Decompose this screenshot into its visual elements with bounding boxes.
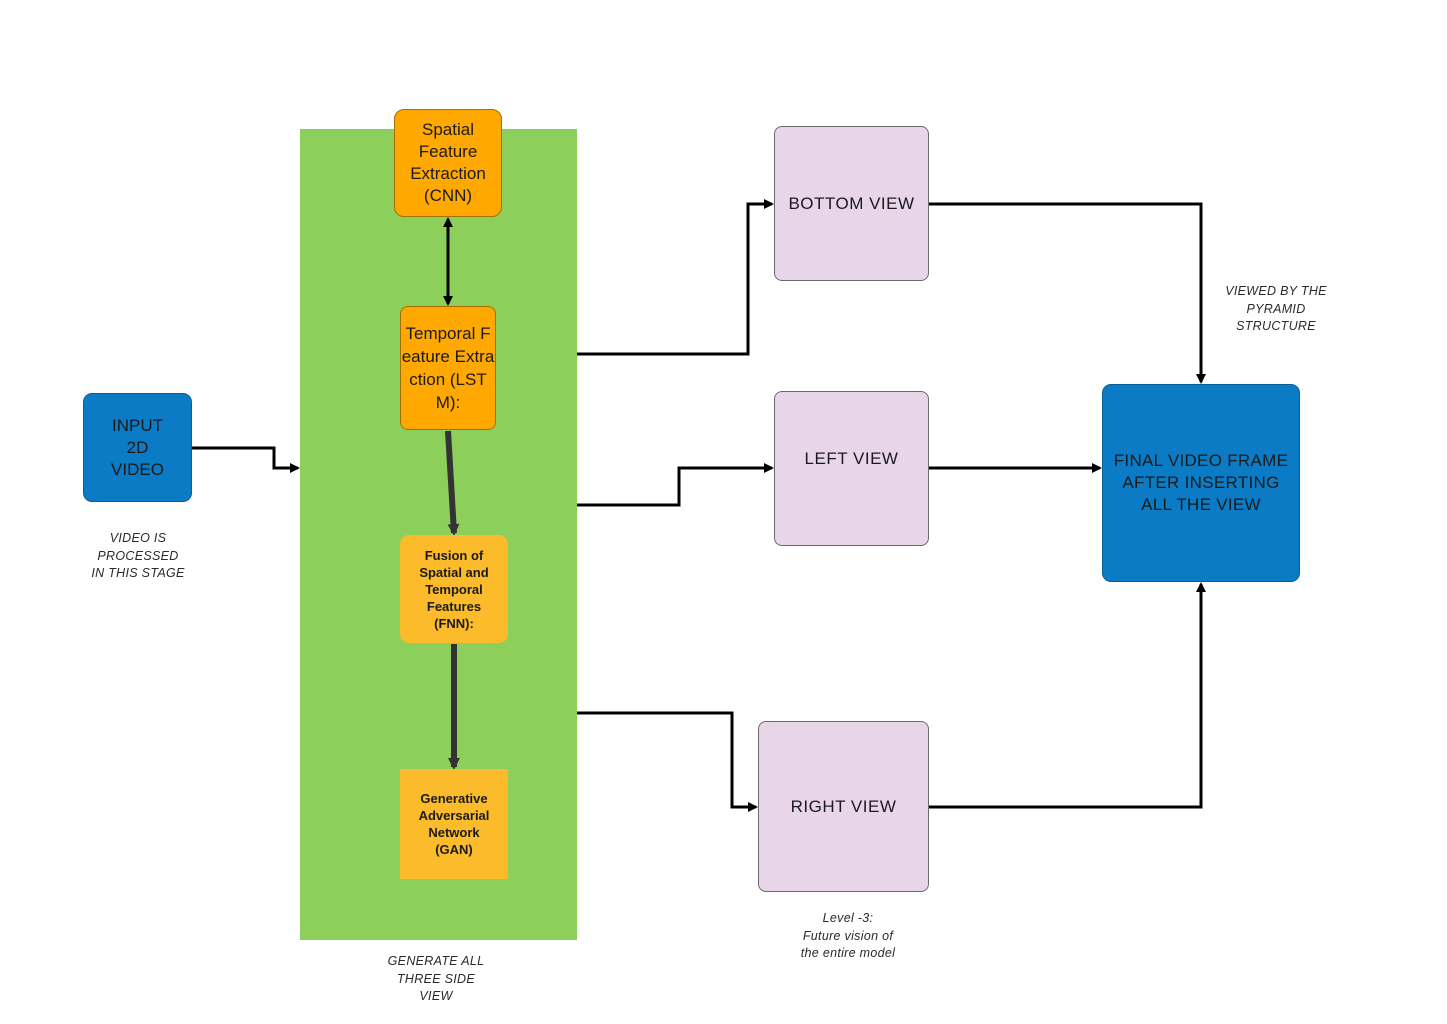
bottom-view-label: BOTTOM VIEW: [788, 193, 915, 213]
edge-panel-to-bottom-view: [577, 199, 774, 356]
spatial-feature-label: Spatial Feature Extraction (CNN): [410, 120, 486, 205]
input-video-node: INPUT 2D VIDEO: [83, 393, 192, 502]
gan-label: Generative Adversarial Network (GAN): [418, 791, 490, 857]
panel-note: GENERATE ALL THREE SIDE VIEW: [387, 954, 485, 1003]
gan-node: Generative Adversarial Network (GAN): [400, 769, 508, 879]
edge-input-to-panel: [192, 446, 300, 473]
level-note: Level -3: Future vision of the entire mo…: [800, 911, 896, 960]
pyramid-note: VIEWED BY THE PYRAMID STRUCTURE: [1225, 284, 1327, 333]
final-frame-node: FINAL VIDEO FRAME AFTER INSERTING ALL TH…: [1102, 384, 1300, 582]
edge-right-view-to-final: [929, 582, 1206, 809]
bottom-view-node: BOTTOM VIEW: [774, 126, 929, 281]
edge-bottom-view-to-final: [929, 202, 1206, 384]
edge-temporal-to-fusion: [445, 430, 460, 536]
input-video-label: INPUT 2D VIDEO: [111, 415, 164, 479]
spatial-feature-node: Spatial Feature Extraction (CNN): [394, 109, 502, 217]
edge-panel-to-left-view: [577, 463, 774, 507]
left-view-label: LEFT VIEW: [804, 448, 899, 468]
fusion-label: Fusion of Spatial and Temporal Features …: [419, 547, 489, 631]
input-stage-note: VIDEO IS PROCESSED IN THIS STAGE: [91, 531, 185, 580]
final-frame-label: FINAL VIDEO FRAME AFTER INSERTING ALL TH…: [1113, 451, 1289, 514]
temporal-feature-node: Temporal Feature Extraction (LSTM):: [400, 306, 496, 430]
temporal-feature-label: Temporal Feature Extraction (LSTM):: [401, 324, 495, 412]
right-view-node: RIGHT VIEW: [758, 721, 929, 892]
edge-panel-to-right-view: [577, 711, 758, 812]
left-view-node: LEFT VIEW: [774, 391, 929, 546]
fusion-node: Fusion of Spatial and Temporal Features …: [400, 535, 508, 643]
right-view-label: RIGHT VIEW: [790, 796, 897, 816]
